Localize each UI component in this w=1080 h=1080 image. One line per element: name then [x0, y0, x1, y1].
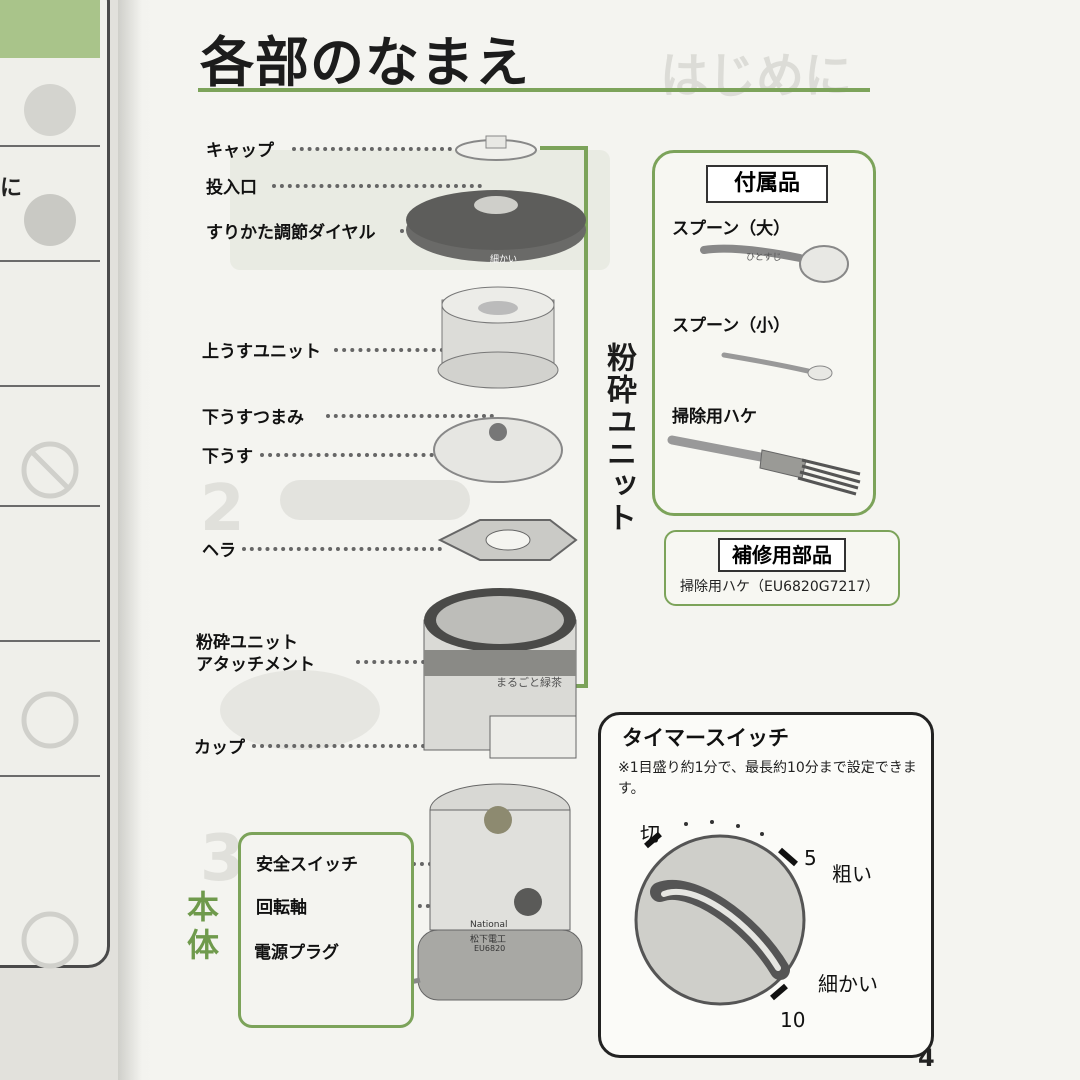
book-spine — [118, 0, 158, 1080]
previous-page: に — [0, 0, 118, 1080]
title-underline — [198, 88, 870, 92]
label-attachment-1: 粉砕ユニット — [196, 633, 298, 653]
previous-page-icons — [21, 84, 79, 969]
repair-parts-title: 補修用部品 — [718, 538, 846, 572]
leader-upper-stone — [334, 348, 444, 352]
timer-fine: 細かい — [818, 972, 878, 996]
svg-text:3: 3 — [200, 822, 245, 896]
previous-page-fragment: に — [0, 176, 23, 201]
device-logo: まるごと緑茶 — [496, 676, 562, 689]
grinding-unit-label: 粉砕ユニット — [601, 342, 636, 534]
brush-icon — [667, 435, 861, 496]
label-cap: キャップ — [206, 141, 274, 161]
previous-page-rule — [0, 145, 100, 147]
timer-five: 5 — [804, 846, 817, 870]
spoon-large-icon — [700, 244, 849, 283]
label-lower-stone: 下うす — [202, 447, 253, 467]
accessories-title: 付属品 — [706, 165, 828, 203]
label-upper-stone: 上うすユニット — [202, 342, 321, 362]
maker-name: 松下電工 — [470, 935, 507, 945]
previous-page-rule — [0, 640, 100, 642]
previous-page-rule — [0, 505, 100, 507]
label-grind-dial: すりかた調節ダイヤル — [206, 223, 376, 243]
previous-page-rule — [0, 775, 100, 777]
timer-off: 切 — [640, 822, 660, 846]
section-header: はじめに — [660, 48, 853, 104]
dial-print: 細かい — [490, 255, 518, 265]
model-number: EU6820 — [474, 944, 506, 953]
svg-text:2: 2 — [200, 472, 245, 546]
leader-lower-stone — [260, 453, 450, 457]
label-spatula: ヘラ — [202, 541, 236, 561]
label-spoon-small: スプーン（小） — [672, 316, 791, 336]
previous-page-card — [0, 0, 110, 968]
timer-note: ※1目盛り約1分で、最長約10分まで設定できます。 — [618, 760, 917, 797]
timer-dial-icon — [634, 820, 806, 1006]
leader-spatula — [242, 547, 442, 551]
label-attachment-2: アタッチメント — [196, 655, 315, 675]
label-inlet: 投入口 — [206, 178, 257, 198]
spoon-small-icon — [721, 352, 833, 381]
parts-illustration — [406, 135, 586, 1001]
unit-bracket-top — [540, 146, 588, 150]
timer-ten: 10 — [780, 1008, 806, 1032]
leader-cup — [252, 744, 522, 748]
label-brush: 掃除用ハケ — [672, 407, 757, 427]
spoon-large-mark: ひとすじ — [746, 253, 782, 263]
label-cup: カップ — [194, 738, 245, 758]
leader-cap — [292, 147, 452, 151]
previous-page-rule — [0, 385, 100, 387]
leader-lower-knob — [326, 414, 494, 418]
brand-name: National — [470, 920, 508, 930]
label-lower-knob: 下うすつまみ — [202, 408, 304, 428]
body-label: 本体 — [182, 890, 220, 966]
label-power-plug: 電源プラグ — [254, 943, 339, 963]
previous-page-green-band — [0, 0, 100, 58]
page-title: 各部のなまえ — [200, 31, 530, 94]
timer-coarse: 粗い — [832, 862, 872, 886]
leader-inlet — [272, 184, 482, 188]
repair-parts-item: 掃除用ハケ（EU6820G7217） — [680, 579, 880, 595]
timer-title: タイマースイッチ — [622, 726, 789, 750]
leader-attachment — [356, 660, 466, 664]
label-safety-switch: 安全スイッチ — [256, 855, 358, 875]
previous-page-rule — [0, 260, 100, 262]
label-spoon-large: スプーン（大） — [672, 219, 791, 239]
label-rotating-shaft: 回転軸 — [256, 898, 307, 918]
body-frame — [238, 832, 414, 1028]
unit-bracket-line — [584, 146, 588, 686]
page-number: 4 — [918, 1044, 935, 1072]
